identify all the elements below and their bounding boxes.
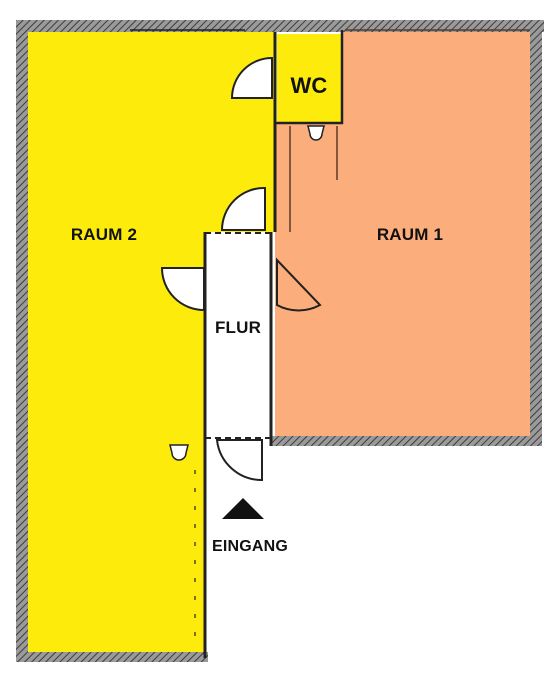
room-raum-1-label: RAUM 1 bbox=[377, 225, 443, 244]
doors bbox=[160, 56, 322, 482]
room-flur-label: FLUR bbox=[215, 318, 261, 337]
room-raum-2-label: RAUM 2 bbox=[71, 225, 137, 244]
fixtures bbox=[169, 125, 325, 461]
door-raum-2-upper bbox=[220, 186, 266, 231]
room-flur-area bbox=[206, 234, 270, 438]
sink-icon bbox=[169, 444, 189, 461]
door-raum-1 bbox=[276, 257, 322, 312]
room-wc-area bbox=[277, 34, 341, 122]
exterior-walls bbox=[16, 20, 544, 662]
triangle-up-icon bbox=[222, 498, 264, 519]
room-raum-1-area bbox=[275, 30, 530, 438]
entrance-label: EINGANG bbox=[212, 538, 288, 555]
door-wc bbox=[230, 56, 273, 99]
room-wc-label: WC bbox=[290, 73, 327, 98]
toilet-icon bbox=[307, 125, 325, 141]
interior-walls bbox=[130, 29, 530, 658]
door-entrance bbox=[215, 439, 263, 482]
door-raum-2-side bbox=[160, 267, 205, 312]
room-raum-2-area bbox=[28, 32, 275, 655]
